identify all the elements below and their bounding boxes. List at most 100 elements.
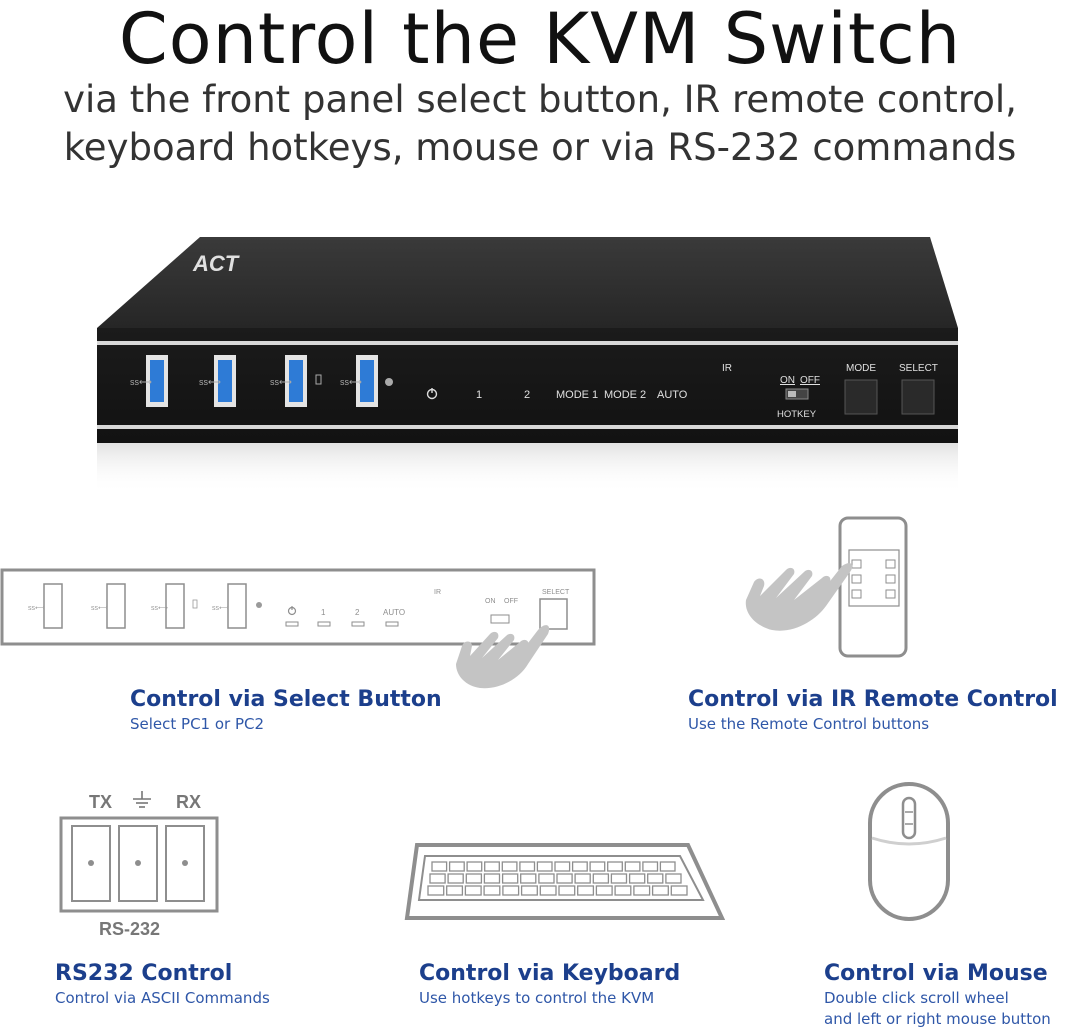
- caption-ir-desc: Use the Remote Control buttons: [688, 715, 930, 733]
- keyboard-key: [538, 873, 555, 884]
- svg-text:IR: IR: [434, 589, 441, 596]
- sketch-power-icon: [287, 606, 297, 616]
- keyboard-key: [607, 861, 623, 872]
- mouse-illustration: [868, 782, 950, 921]
- svg-text:SELECT: SELECT: [542, 589, 570, 596]
- keyboard-key: [502, 885, 520, 896]
- label-off: OFF: [800, 375, 820, 386]
- keyboard-key: [466, 861, 483, 872]
- keyboard-key: [628, 873, 646, 884]
- ir-remote-illustration: [745, 516, 908, 658]
- keyboard-key: [446, 885, 464, 896]
- subtitle-line-1: via the front panel select button, IR re…: [63, 78, 1017, 121]
- svg-text:OFF: OFF: [504, 598, 518, 605]
- label-pc2: 2: [524, 389, 530, 401]
- keyboard-key: [427, 885, 445, 896]
- label-on: ON: [780, 375, 795, 386]
- keyboard-key: [610, 873, 628, 884]
- keyboard-key: [633, 885, 651, 896]
- caption-mouse-desc-2: and left or right mouse button: [824, 1010, 1051, 1028]
- usb-port-1[interactable]: [146, 355, 168, 407]
- keyboard-key: [670, 885, 688, 896]
- panel-sketch-illustration: ss⟷ ss⟷ ss⟷ ss⟷ 1 2 AUTO IR ON OFF SELEC…: [0, 568, 596, 689]
- label-mode1: MODE 1: [556, 389, 598, 401]
- hand-icon: [456, 625, 550, 689]
- keyboard-key: [574, 873, 591, 884]
- page-title: Control the KVM Switch: [118, 0, 962, 80]
- keyboard-key: [448, 861, 465, 872]
- usb-port-4[interactable]: [356, 355, 378, 407]
- caption-keyboard-title: Control via Keyboard: [419, 961, 681, 986]
- svg-text:ss⟷: ss⟷: [91, 605, 108, 612]
- scroll-wheel-icon: [901, 796, 917, 840]
- keyboard-key: [536, 861, 553, 872]
- label-pc1: 1: [476, 389, 482, 401]
- caption-mouse-desc-1: Double click scroll wheel: [824, 989, 1009, 1007]
- keyboard-key: [519, 861, 536, 872]
- label-tx: TX: [89, 792, 112, 812]
- caption-select-button-title: Control via Select Button: [130, 687, 442, 712]
- keyboard-key: [651, 885, 669, 896]
- keyboard-key: [592, 873, 610, 884]
- keyboard-key: [484, 861, 500, 872]
- caption-select-button-desc: Select PC1 or PC2: [130, 715, 265, 733]
- brand-logo: ACT: [192, 251, 240, 276]
- keyboard-key: [447, 873, 464, 884]
- svg-text:ss⟷: ss⟷: [199, 377, 221, 387]
- label-auto: AUTO: [657, 389, 688, 401]
- keyboard-key: [520, 885, 538, 896]
- svg-text:ss⟷: ss⟷: [270, 377, 292, 387]
- keyboard-key: [614, 885, 632, 896]
- caption-ir-title: Control via IR Remote Control: [688, 687, 1058, 712]
- keyboard-key: [659, 861, 676, 872]
- caption-mouse-title: Control via Mouse: [824, 961, 1048, 986]
- label-select: SELECT: [899, 363, 938, 374]
- keyboard-key: [429, 873, 446, 884]
- usb-port-2[interactable]: [214, 355, 236, 407]
- mode-button[interactable]: [844, 379, 878, 415]
- keyboard-key: [483, 873, 501, 884]
- keyboard-key: [501, 873, 519, 884]
- mouse-port-icon: [385, 378, 393, 386]
- keyboard-key: [465, 873, 483, 884]
- keyboard-key: [642, 861, 659, 872]
- svg-text:ss⟷: ss⟷: [28, 605, 45, 612]
- keyboard-key: [558, 885, 576, 896]
- keyboard-illustration: [404, 843, 726, 920]
- keyboard-key: [589, 861, 606, 872]
- label-rx: RX: [176, 792, 201, 812]
- select-button[interactable]: [901, 379, 935, 415]
- kvm-device-image: ACT ss⟷ ss⟷ ss⟷ ss⟷ 1 2 MODE 1 MODE 2 AU…: [97, 237, 958, 493]
- power-icon: [426, 388, 438, 400]
- label-ir: IR: [722, 363, 732, 374]
- hotkey-toggle[interactable]: [785, 388, 809, 400]
- caption-keyboard-desc: Use hotkeys to control the KVM: [419, 989, 655, 1007]
- label-mode2: MODE 2: [604, 389, 646, 401]
- svg-text:ss⟷: ss⟷: [340, 377, 362, 387]
- svg-text:ON: ON: [485, 598, 496, 605]
- label-hotkey: HOTKEY: [777, 409, 817, 420]
- subtitle-line-2: keyboard hotkeys, mouse or via RS-232 co…: [63, 126, 1017, 169]
- ground-icon: [133, 791, 151, 808]
- svg-text:1: 1: [321, 608, 326, 617]
- keyboard-key: [624, 861, 641, 872]
- keyboard-key: [501, 861, 518, 872]
- label-mode: MODE: [846, 363, 876, 374]
- usb-port-3[interactable]: [285, 355, 307, 407]
- keyboard-key: [464, 885, 482, 896]
- svg-text:ss⟷: ss⟷: [130, 377, 152, 387]
- caption-rs232-title: RS232 Control: [55, 961, 233, 986]
- rs232-terminal-illustration: TX RX RS-232: [59, 791, 219, 939]
- keyboard-key: [647, 873, 664, 884]
- keyboard-key: [483, 885, 501, 896]
- keyboard-key: [539, 885, 557, 896]
- keyboard-key: [665, 873, 682, 884]
- keyboard-port-icon: [315, 374, 322, 385]
- sketch-select-button[interactable]: [539, 598, 568, 630]
- keyboard-key: [571, 861, 588, 872]
- caption-rs232-desc: Control via ASCII Commands: [55, 989, 270, 1007]
- label-rs232: RS-232: [99, 919, 160, 939]
- svg-text:AUTO: AUTO: [383, 608, 405, 617]
- keyboard-key: [554, 861, 571, 872]
- hand-icon: [745, 563, 853, 631]
